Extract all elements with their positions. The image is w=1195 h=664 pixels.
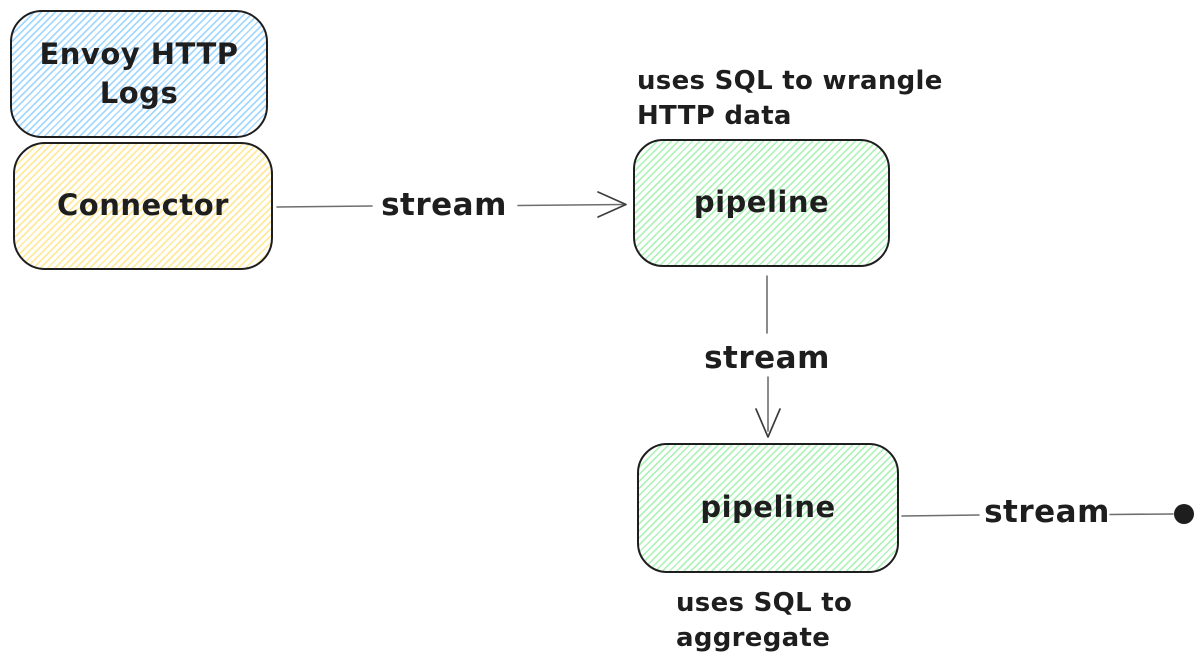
- node-envoy-http-logs: Envoy HTTP Logs: [10, 10, 268, 138]
- node-connector-label: Connector: [57, 188, 229, 223]
- edge-line-pipeline2-to-dot-left: [901, 514, 980, 517]
- node-envoy-http-logs-label: Envoy HTTP Logs: [39, 36, 239, 110]
- node-pipeline-1: pipeline: [633, 139, 890, 267]
- edge-label-stream-3: stream: [984, 494, 1110, 530]
- edge-line-connector-to-pipeline1-left: [276, 205, 373, 208]
- edge-label-stream-1: stream: [381, 187, 507, 223]
- node-pipeline-2: pipeline: [637, 443, 899, 573]
- node-pipeline-2-label: pipeline: [700, 490, 836, 525]
- annotation-wrangle-http-data: uses SQL to wrangle HTTP data: [637, 66, 943, 131]
- arrowhead-down-icon: [755, 408, 781, 438]
- node-connector: Connector: [13, 142, 273, 270]
- terminal-dot: [1174, 504, 1194, 524]
- edge-label-stream-2: stream: [704, 340, 830, 376]
- node-pipeline-1-label: pipeline: [693, 185, 830, 220]
- edge-line-connector-to-pipeline1-right: [517, 203, 625, 207]
- arrowhead-right-icon: [597, 191, 627, 218]
- edge-line-pipeline2-to-dot-right: [1109, 513, 1174, 516]
- annotation-aggregate: uses SQL to aggregate: [676, 588, 853, 653]
